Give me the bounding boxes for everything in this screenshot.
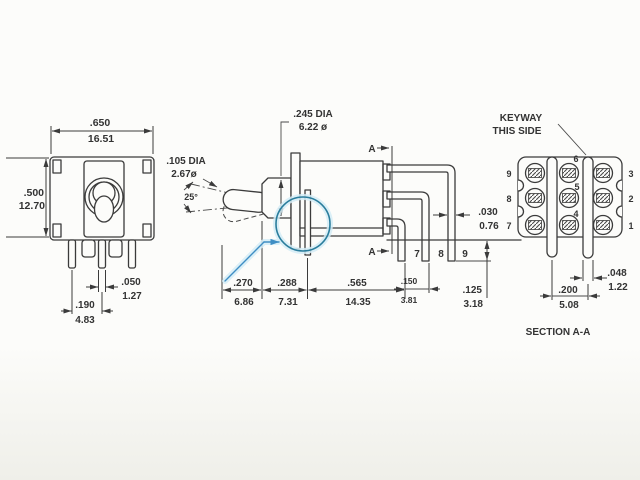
post-spacing-mm: 5.08 <box>559 300 579 311</box>
pin-thickness-mm: 0.76 <box>479 221 499 232</box>
keyway-post-right <box>582 156 594 259</box>
front-height-mm: 12.70 <box>19 200 45 212</box>
throw-angle-arrow-up <box>183 181 194 191</box>
pc-pin-8 <box>386 191 430 262</box>
chain-extension-lines <box>221 221 308 299</box>
front-pin-3 <box>127 239 137 269</box>
post-width-mm: 1.22 <box>608 282 628 293</box>
detail-highlight-circle <box>275 196 331 252</box>
pin-thickness-in: .030 <box>478 207 498 218</box>
pin-number-6: 6 <box>573 154 578 164</box>
paper-texture <box>0 345 640 480</box>
bushing-dia-in: .245 DIA <box>293 109 332 120</box>
height-extension-lines <box>6 157 49 238</box>
pin-8-label: 8 <box>438 249 444 260</box>
keyway-leader <box>557 123 587 156</box>
front-width-mm: 16.51 <box>88 133 114 145</box>
edge-notch-right-1 <box>615 179 623 192</box>
corner-tab-br <box>142 223 152 238</box>
front-pin-2 <box>97 239 107 269</box>
front-height-in: .500 <box>24 187 45 199</box>
pin-number-2: 2 <box>628 194 633 204</box>
post-spacing-extension-lines <box>551 260 589 300</box>
pin-spacing-mm: 4.83 <box>75 315 95 326</box>
section-caption: SECTION A-A <box>526 327 591 338</box>
post-width-in: .048 <box>607 268 627 279</box>
corner-tab-bl <box>52 223 62 238</box>
toggle-bat-shaft <box>93 195 115 223</box>
pin-number-1: 1 <box>628 221 633 231</box>
throw-angle-label: 25° <box>184 192 198 202</box>
lever-dia-leader <box>202 178 218 188</box>
front-view: .650 16.51 .500 12.70 .050 1.27 .190 4.8… <box>6 117 155 326</box>
post-width-extension-lines <box>582 260 594 281</box>
section-letter-bottom: A <box>368 247 375 258</box>
pin-9-label: 9 <box>462 249 468 260</box>
pin-number-5: 5 <box>574 182 579 192</box>
pin-spacing-extension-lines <box>71 270 103 314</box>
front-pin-wide-1 <box>81 239 96 258</box>
pitch-in: .150 <box>401 276 418 286</box>
lever-dim-mm: 6.86 <box>234 297 254 308</box>
lever-dia-in: .105 DIA <box>166 156 205 167</box>
width-extension-lines <box>50 126 154 154</box>
side-view: 7 8 9 A A .245 DIA 6.22 ø .105 DIA 2.67ø… <box>166 109 522 310</box>
pin-number-7: 7 <box>506 221 511 231</box>
pc-pin-7 <box>386 218 406 262</box>
front-pin-wide-2 <box>108 239 123 258</box>
lever-dim-in: .270 <box>233 278 253 289</box>
contact-hatching <box>528 168 610 230</box>
keyway-note-line1: KEYWAY <box>500 113 543 124</box>
pc-pin-9 <box>386 164 456 262</box>
body-dim-mm: 14.35 <box>345 297 370 308</box>
front-pin-1 <box>67 239 77 269</box>
detail-pointer-leader <box>224 241 265 282</box>
section-view: KEYWAY THIS SIDE <box>493 113 634 338</box>
bushing-dia-mm: 6.22 ø <box>299 122 328 133</box>
bushing-dia-leader <box>280 121 289 176</box>
pitch-extension-lines <box>404 263 430 299</box>
pin-width-in: .050 <box>121 277 141 288</box>
pin-number-3: 3 <box>628 169 633 179</box>
keyway-note-line2: THIS SIDE <box>493 126 542 137</box>
pin-number-8: 8 <box>506 194 511 204</box>
edge-notch-left-2 <box>517 205 525 218</box>
locating-pin <box>304 189 312 256</box>
edge-notch-left-1 <box>517 179 525 192</box>
section-contacts <box>524 162 614 236</box>
standoff-in: .125 <box>463 285 483 296</box>
front-cover-plate <box>83 160 125 238</box>
pin-width-extension-lines <box>98 270 106 292</box>
lever-dia-mm: 2.67ø <box>171 169 197 180</box>
front-width-in: .650 <box>90 117 111 129</box>
standoff-mm: 3.18 <box>464 299 484 310</box>
body-dim-in: .565 <box>347 278 367 289</box>
throw-angle-arrow-down <box>183 203 192 214</box>
edge-notch-right-2 <box>615 205 623 218</box>
pin-number-9: 9 <box>506 169 511 179</box>
pitch-mm: 3.81 <box>401 295 418 305</box>
keyway-post-left <box>546 156 558 258</box>
detail-pointer-glow <box>222 239 281 284</box>
pin-spacing-in: .190 <box>75 300 95 311</box>
pin-width-mm: 1.27 <box>122 291 142 302</box>
section-letter-top: A <box>368 144 375 155</box>
corner-tab-tl <box>52 159 62 174</box>
post-spacing-in: .200 <box>558 285 578 296</box>
corner-tab-tr <box>142 159 152 174</box>
bushing-dim-in: .288 <box>277 278 297 289</box>
bushing-dim-mm: 7.31 <box>278 297 298 308</box>
pin-7-label: 7 <box>414 249 420 260</box>
pin-number-4: 4 <box>573 209 578 219</box>
